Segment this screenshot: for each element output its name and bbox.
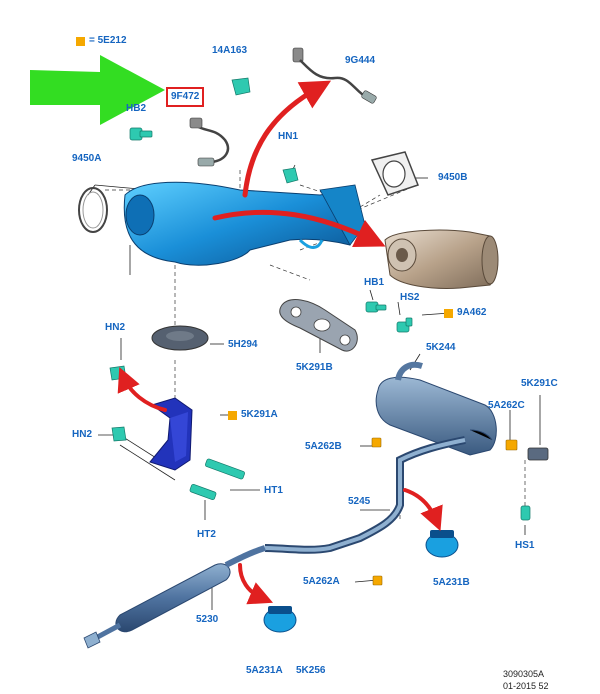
label-9g444: 9G444 (345, 55, 376, 66)
bracket-5k291a (149, 397, 193, 471)
stud-hs1 (520, 505, 531, 521)
clamp-5a231a (263, 606, 297, 633)
red-arrows (117, 80, 443, 605)
legend-label: = 5E212 (89, 35, 127, 46)
label-14a163: 14A163 (212, 45, 248, 56)
label-5k256: 5K256 (296, 665, 326, 676)
legend-swatch (76, 37, 85, 46)
nut-hn2-lower (111, 426, 127, 442)
pointer-arrow (30, 55, 165, 125)
label-5245: 5245 (348, 496, 371, 507)
stud-hs2 (396, 317, 413, 333)
label-hn1: HN1 (278, 131, 299, 142)
particulate-filter-9a462 (384, 229, 499, 289)
gasket-9450a (78, 187, 108, 233)
fastener-swatch-9a462 (444, 309, 453, 318)
label-5k291a: 5K291A (241, 409, 278, 420)
rear-muffler-5k244 (375, 361, 497, 456)
front-muffler-5230 (83, 545, 266, 649)
label-5a231b: 5A231B (433, 577, 470, 588)
label-9450b: 9450B (438, 172, 468, 183)
nut-hn1 (282, 167, 299, 184)
label-ht2: HT2 (197, 529, 216, 540)
label-5k244: 5K244 (426, 342, 456, 353)
stud-ht1 (205, 458, 245, 480)
label-5k291b: 5K291B (296, 362, 333, 373)
orange-fasteners (371, 437, 518, 586)
oxygen-sensor-9f472 (189, 117, 230, 167)
label-5a262b: 5A262B (305, 441, 342, 452)
label-5h294: 5H294 (228, 339, 258, 350)
fastener-swatch-5k291a (228, 411, 237, 420)
label-hn2-upper: HN2 (105, 322, 126, 333)
label-hs1: HS1 (515, 540, 535, 551)
label-ht1: HT1 (264, 485, 283, 496)
clamp-5a231b (425, 530, 459, 558)
intermediate-pipe-5245 (264, 436, 466, 554)
label-hb1: HB1 (364, 277, 385, 288)
hanger-5k291c (527, 447, 549, 461)
label-5k291c: 5K291C (521, 378, 558, 389)
bolt-hb1 (365, 301, 387, 313)
flange-gasket-9450b (370, 151, 419, 196)
label-5a262a: 5A262A (303, 576, 340, 587)
label-9450a: 9450A (72, 153, 102, 164)
clip-14a163 (231, 77, 251, 96)
gasket-5h294 (151, 325, 209, 351)
stud-ht2 (189, 484, 217, 500)
label-hb2: HB2 (126, 103, 147, 114)
bolt-hb2 (129, 127, 153, 141)
label-5230: 5230 (196, 614, 219, 625)
drawing-reference: 3090305A (503, 669, 545, 679)
label-hs2: HS2 (400, 292, 420, 303)
label-hn2-lower: HN2 (72, 429, 93, 440)
label-5a231a: 5A231A (246, 665, 283, 676)
drawing-date: 01-2015 52 (503, 681, 549, 691)
gasket-5k291b (279, 299, 358, 352)
highlighted-part-label: 9F472 (166, 87, 205, 107)
oxygen-sensor-9g444 (292, 47, 377, 104)
label-9a462: 9A462 (457, 307, 487, 318)
label-5a262c: 5A262C (488, 400, 525, 411)
